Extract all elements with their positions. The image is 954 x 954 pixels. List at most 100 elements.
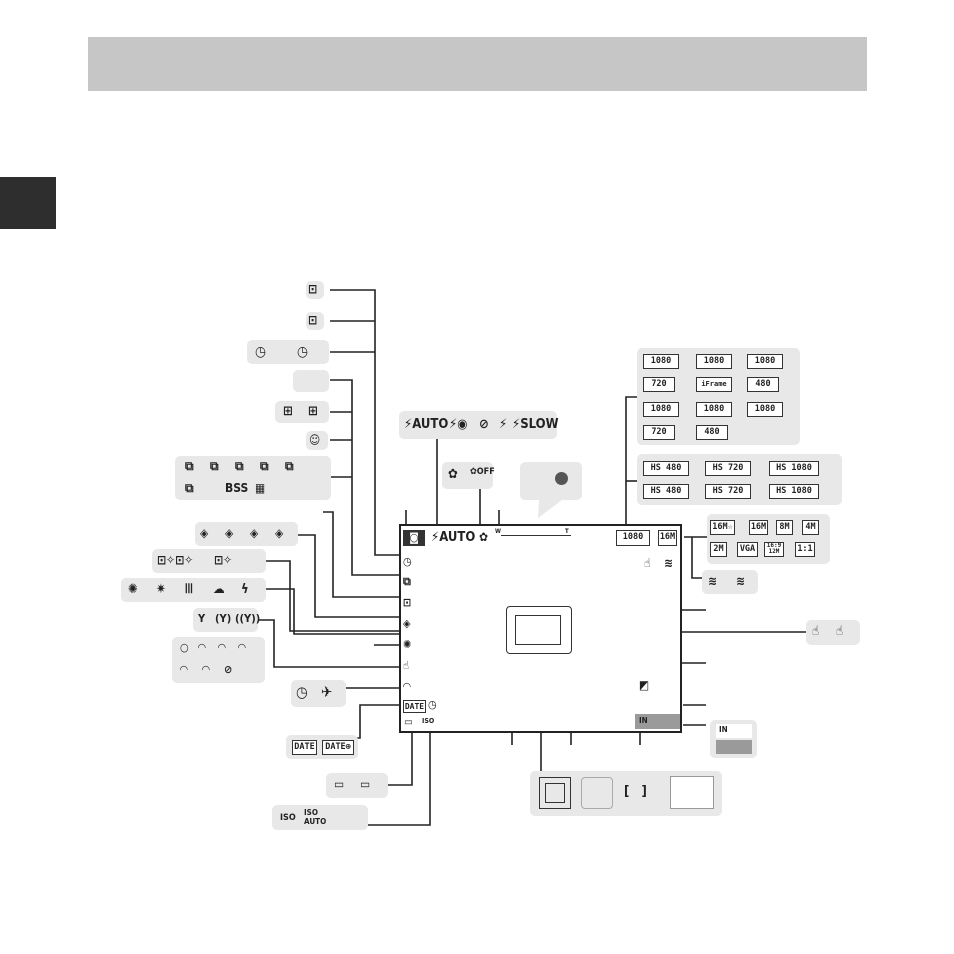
movie-720-25-icon: 720 xyxy=(643,425,675,440)
continuous-h-icon: ⧉ xyxy=(185,459,194,473)
hs-1080b-icon: HS 1080 xyxy=(769,484,819,499)
prescan-cache-icon: ⧉ xyxy=(235,459,244,473)
movie-iframe-icon: iFrame xyxy=(696,377,732,392)
bss-icon: BSS xyxy=(225,481,249,495)
record-dot-icon xyxy=(555,472,568,485)
movie-1080-25b-icon: 1080 xyxy=(696,402,732,417)
movie-vr-hybrid-icon: ☝ xyxy=(836,624,844,639)
makeup-icon: ⊡✧ xyxy=(214,553,233,567)
size-2m-icon: 2M xyxy=(710,542,727,557)
af-area-frame xyxy=(506,606,572,654)
smile-timer-icon: ⊡ xyxy=(308,282,318,296)
antenna-waves-icon: (Y) xyxy=(215,612,232,625)
daylight-icon: ✷ xyxy=(156,582,166,597)
date-counter-icon: DATE⊕ xyxy=(322,740,354,755)
continuous-hs-icon: ⧉ xyxy=(260,459,269,473)
screen-flash-label: ⚡AUTO xyxy=(431,530,476,545)
picture-control-2-icon: ◈ xyxy=(225,526,234,540)
fill-flash-icon: ⚡ xyxy=(499,417,508,432)
screen-picture-control-icon: ◈ xyxy=(403,617,411,630)
wifi-off-icon: ◠ xyxy=(202,663,210,676)
card-memory-icon xyxy=(716,740,752,754)
pet-portrait-panel: ⊞ ⊞ xyxy=(275,401,329,423)
pet-face-icon: ☺ xyxy=(309,433,321,447)
af-bracket-icon: [ ] xyxy=(624,784,647,799)
screen-timer-icon: ◷ xyxy=(403,555,412,568)
self-timer-panel: ◷ ◷ xyxy=(247,340,329,364)
screen-image-size: 16M xyxy=(658,530,677,546)
pet-release-icon: ⊞ xyxy=(283,404,293,419)
screen-exposure-icon: ◩ xyxy=(639,678,650,692)
movie-1080-25-icon: 1080 xyxy=(643,402,679,417)
size-16-9-icon: 16:9 12M xyxy=(764,542,784,557)
self-timer-10-icon: ◷ xyxy=(255,344,266,360)
battery-low-icon: ▭ xyxy=(360,777,371,791)
size-16m-star-icon: 16M☆ xyxy=(710,520,735,535)
wifi-full-icon: ◠ xyxy=(180,663,188,676)
internal-memory-icon: IN xyxy=(719,725,728,734)
screen-date-icon: DATE xyxy=(403,700,426,713)
wind-noise-panel: ≋ ≋ xyxy=(702,570,758,594)
picture-control-1-icon: ◈ xyxy=(200,526,209,540)
side-tab xyxy=(0,177,56,229)
screen-battery-icon: ▭ xyxy=(404,717,413,728)
screen-wifi-icon: ◠ xyxy=(403,680,411,693)
header-bar xyxy=(88,37,867,91)
size-8m-icon: 8M xyxy=(776,520,793,535)
preset-manual-icon: ✺ xyxy=(128,582,138,597)
blink-panel: ⊡ xyxy=(306,312,324,330)
incandescent-icon: ꔖ xyxy=(185,582,193,597)
camera-icon: ◙ xyxy=(403,530,425,546)
movie-720-30-icon: 720 xyxy=(643,377,675,392)
screen-memory-icon: IN xyxy=(639,716,648,725)
screen-wind-icon: ≋ xyxy=(664,556,674,570)
white-balance-panel: ✺ ✷ ꔖ ☁ ϟ xyxy=(121,578,266,602)
continuous-60-icon: ⧉ xyxy=(185,481,194,495)
af-center-icon xyxy=(581,777,613,809)
camera-screen: ◙ ⚡AUTO ✿ W T 1080 16M ☝ ≋ ◷ ⧉ ⊡ ◈ ✺ ☝ ◠… xyxy=(399,524,682,733)
movie-vr-icon: ☝ xyxy=(812,624,820,639)
continuous-120-icon: ⧉ xyxy=(285,459,294,473)
screen-wb-icon: ✺ xyxy=(403,638,412,651)
recording-callout xyxy=(520,462,582,500)
red-eye-icon: ⚡◉ xyxy=(449,417,468,432)
flash-off-icon: ⊘ xyxy=(479,417,489,432)
screen-vr-hand-icon: ☝ xyxy=(403,659,410,672)
line-selftimer xyxy=(330,289,400,556)
iso-auto-icon: ISO AUTO xyxy=(304,808,327,826)
pet-face-panel: ☺ xyxy=(306,431,328,450)
blank-panel xyxy=(293,370,329,392)
zoom-t-label: T xyxy=(565,528,569,535)
hs-1080-icon: HS 1080 xyxy=(769,461,819,476)
picture-control-3-icon: ◈ xyxy=(250,526,259,540)
screen-memory-bar: IN xyxy=(635,714,680,729)
wifi-level-2-icon: ◠ xyxy=(218,641,226,654)
date-panel: DATE DATE⊕ xyxy=(286,735,358,759)
screen-macro-icon: ✿ xyxy=(479,530,489,544)
zoom-bar xyxy=(501,535,571,536)
movie-options-panel: 1080 1080 1080 720 iFrame 480 1080 1080 … xyxy=(637,348,800,445)
picture-control-panel: ◈ ◈ ◈ ◈ xyxy=(195,522,298,546)
macro-panel: ✿ ✿OFF xyxy=(442,462,495,489)
iso-panel: ISO ISO AUTO xyxy=(272,805,368,830)
screen-clock-icon: ◷ xyxy=(428,698,437,711)
skin-softening-icon: ⊡✧⊡✧ xyxy=(157,553,194,567)
continuous-l-icon: ⧉ xyxy=(210,459,219,473)
screen-continuous-icon: ⧉ xyxy=(403,575,411,588)
af-area-panel: [ ] xyxy=(530,771,722,816)
image-size-panel: 16M☆ 16M 8M 4M 2M VGA 16:9 12M 1:1 xyxy=(707,514,830,564)
movie-1080-30-icon: 1080 xyxy=(643,354,679,369)
hs-720-icon: HS 720 xyxy=(705,461,751,476)
flash-wb-icon: ϟ xyxy=(241,582,249,597)
battery-panel: ▭ ▭ xyxy=(326,773,388,798)
af-area-inner xyxy=(515,615,561,645)
battery-full-icon: ▭ xyxy=(334,777,345,791)
iso-icon: ISO xyxy=(280,813,296,823)
self-timer-2-icon: ◷ xyxy=(297,344,308,360)
macro-icon: ✿ xyxy=(448,467,458,482)
date-imprint-icon: DATE xyxy=(292,740,317,755)
wind-noise-icon: ≋ xyxy=(708,574,718,588)
af-face-icon xyxy=(539,777,571,809)
blink-proof-icon: ⊡ xyxy=(308,313,318,327)
